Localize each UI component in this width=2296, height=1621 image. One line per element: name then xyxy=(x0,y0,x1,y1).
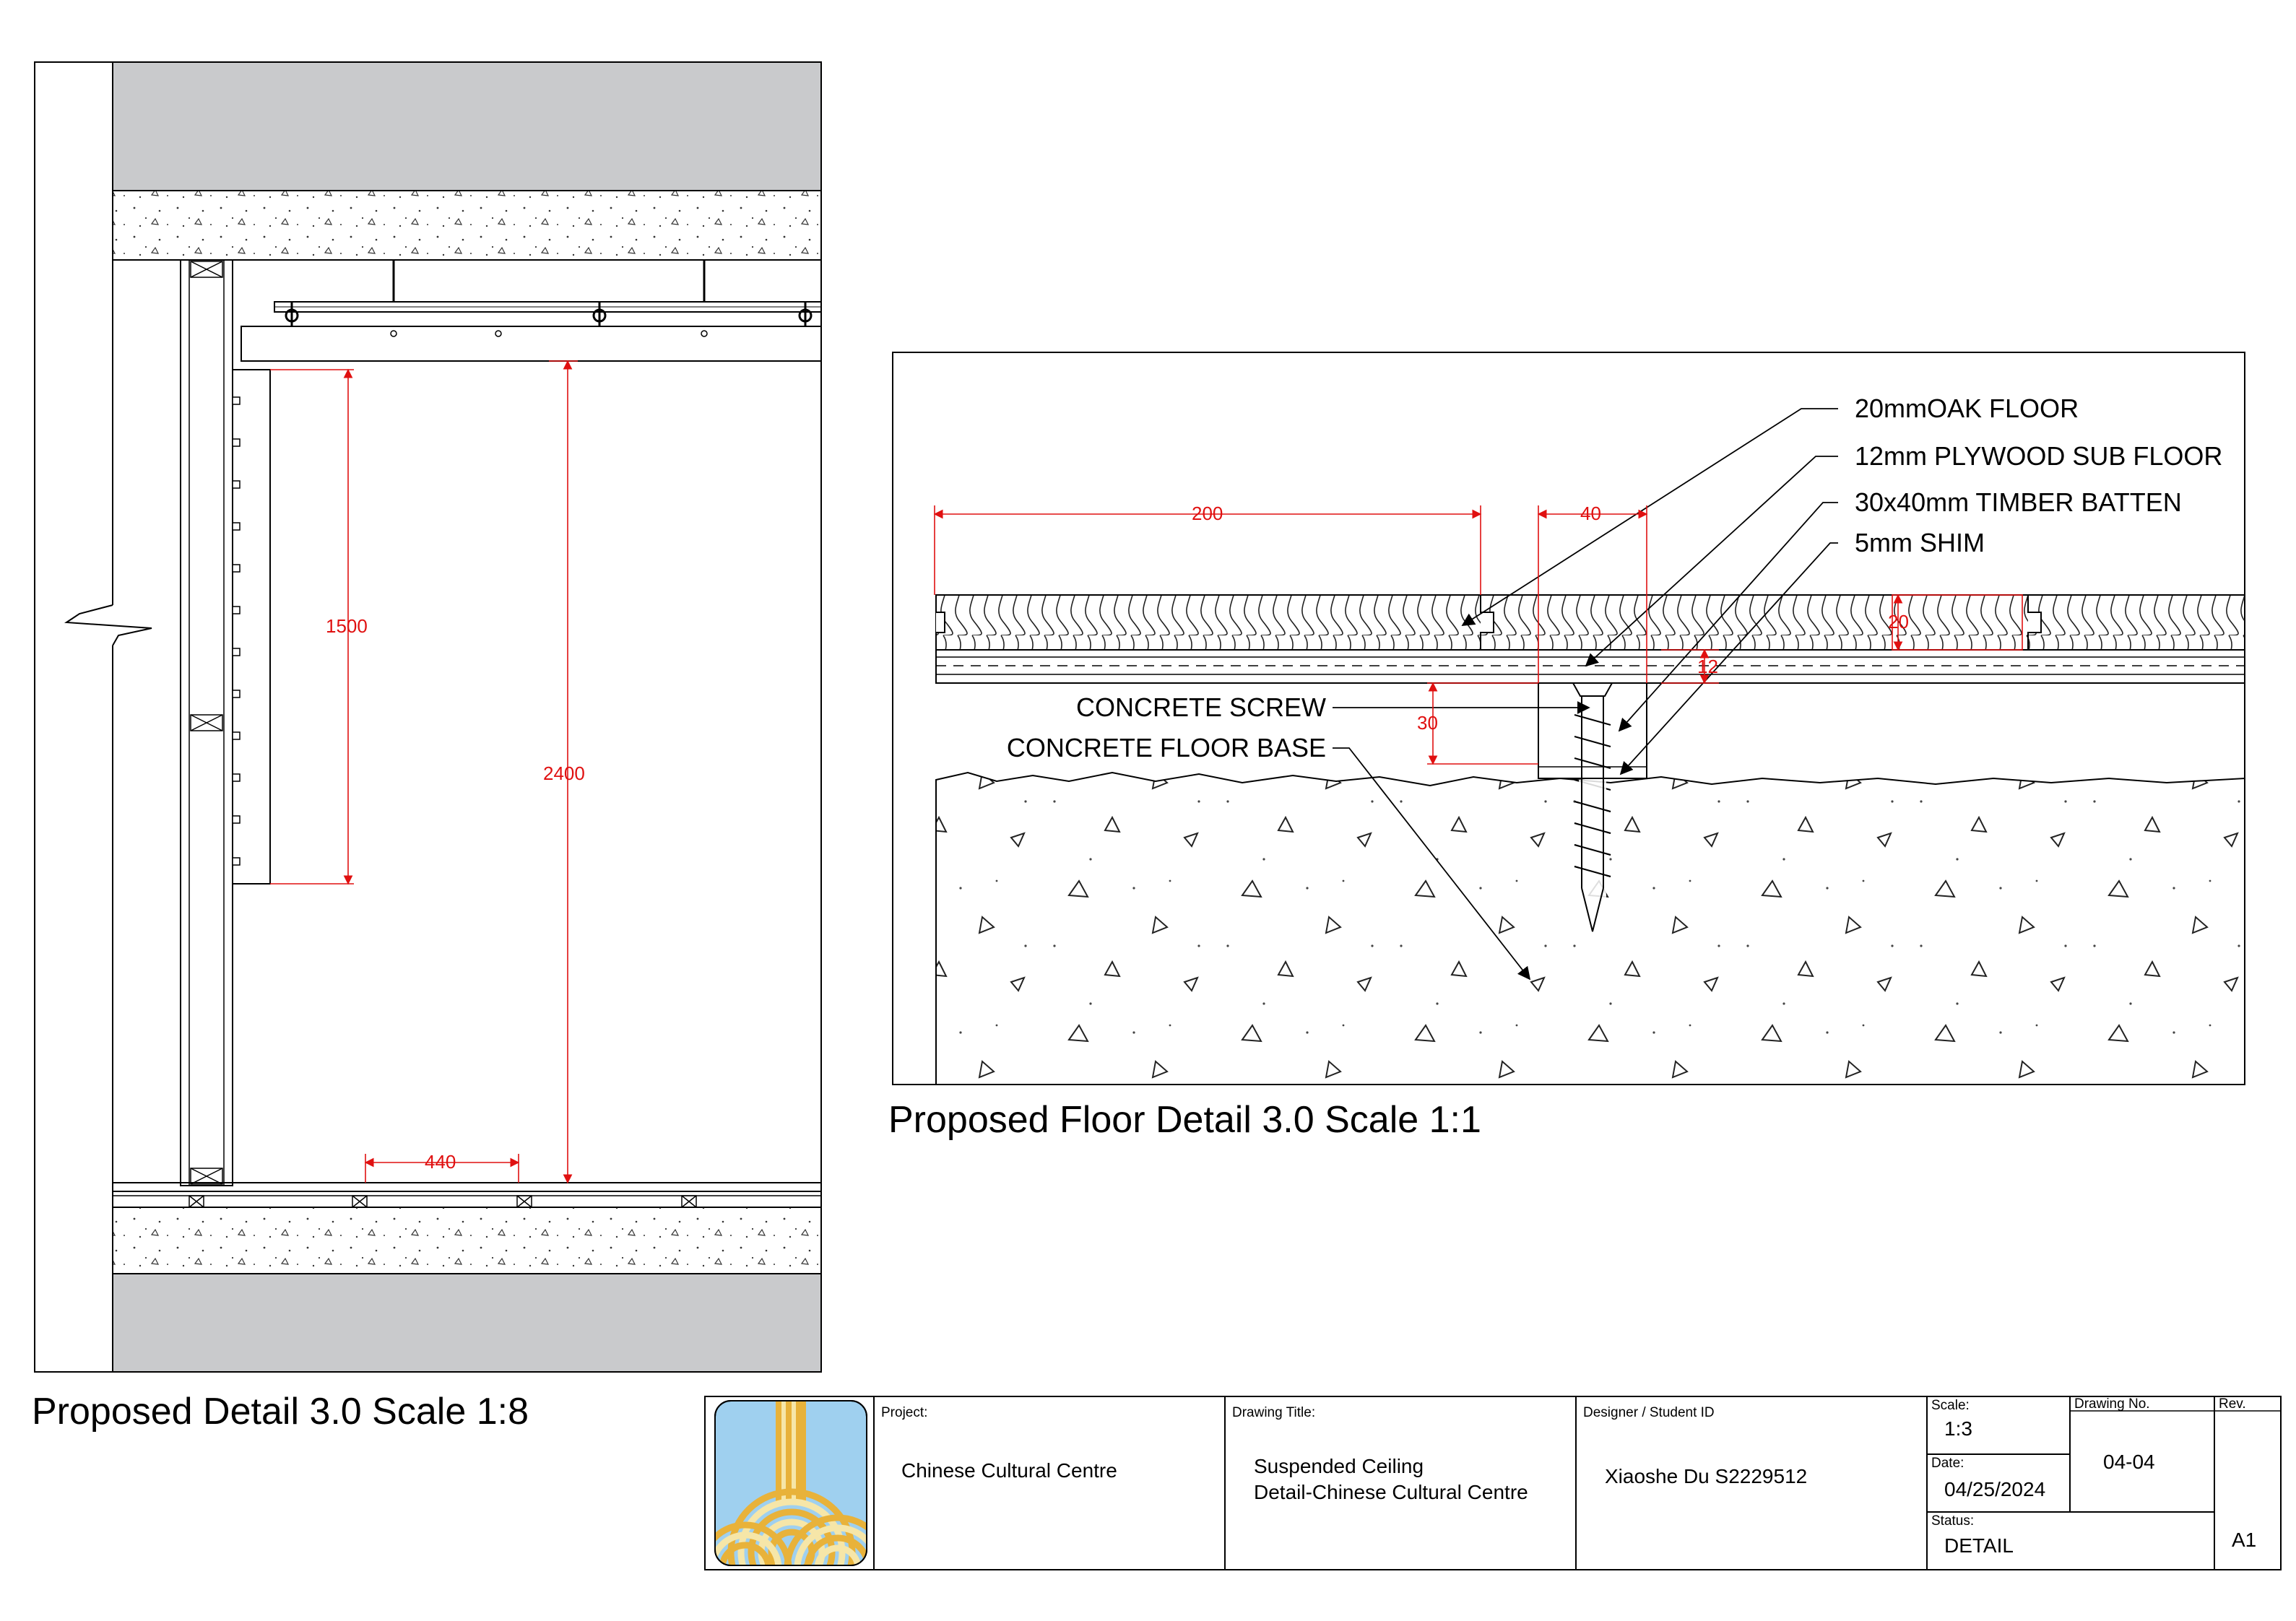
dim-40: 40 xyxy=(1580,503,1601,524)
ceiling-hangers xyxy=(285,260,813,332)
wall-panel xyxy=(232,369,271,885)
dim-200: 200 xyxy=(1192,503,1223,524)
title-block: Project: Chinese Cultural Centre Drawing… xyxy=(704,1396,2282,1570)
project-label: Project: xyxy=(881,1405,927,1420)
status-value: DETAIL xyxy=(1944,1534,2014,1557)
label-shim: 5mm SHIM xyxy=(1855,528,1985,557)
ceiling-board xyxy=(241,326,822,362)
right-detail: 20mmOAK FLOOR 12mm PLYWOOD SUB FLOOR 30x… xyxy=(892,352,2245,1085)
dim-20: 20 xyxy=(1888,611,1909,633)
rev-label: Rev. xyxy=(2219,1396,2246,1412)
floor-finish xyxy=(112,1182,822,1192)
drawing-title-line1: Suspended Ceiling xyxy=(1254,1455,1424,1477)
date-label: Date: xyxy=(1931,1456,1964,1471)
designer-value: Xiaoshe Du S2229512 xyxy=(1605,1465,1807,1487)
dim-12: 12 xyxy=(1697,656,1718,677)
label-oak-floor: 20mmOAK FLOOR xyxy=(1855,394,2079,423)
dim-440: 440 xyxy=(425,1151,456,1173)
dim-2400: 2400 xyxy=(543,762,585,784)
label-plywood: 12mm PLYWOOD SUB FLOOR xyxy=(1855,441,2222,471)
cultural-centre-logo-icon xyxy=(714,1400,867,1566)
rev-value: A1 xyxy=(2232,1529,2256,1551)
right-detail-title: Proposed Floor Detail 3.0 Scale 1:1 xyxy=(888,1099,1481,1141)
label-batten: 30x40mm TIMBER BATTEN xyxy=(1855,487,2182,517)
oak-floor-layer xyxy=(935,594,2245,651)
upper-concrete xyxy=(112,190,822,261)
label-concrete-screw: CONCRETE SCREW xyxy=(1076,692,1326,722)
drawing-no-label: Drawing No. xyxy=(2074,1396,2150,1412)
label-concrete-base: CONCRETE FLOOR BASE xyxy=(1007,733,1326,762)
drawing-no-value: 04-04 xyxy=(2103,1451,2155,1473)
drawing-title-line2: Detail-Chinese Cultural Centre xyxy=(1254,1481,1528,1503)
left-detail-title: Proposed Detail 3.0 Scale 1:8 xyxy=(32,1391,529,1433)
status-label: Status: xyxy=(1931,1513,1974,1529)
upper-slab-grey xyxy=(112,61,822,191)
break-line xyxy=(64,604,152,646)
left-detail: 1500 2400 440 xyxy=(34,61,822,1373)
scale-label: Scale: xyxy=(1931,1398,1970,1413)
lower-slab-grey xyxy=(112,1273,822,1373)
drawing-title-label: Drawing Title: xyxy=(1232,1405,1315,1420)
project-value: Chinese Cultural Centre xyxy=(901,1459,1117,1482)
lower-concrete xyxy=(112,1207,822,1274)
dim-30: 30 xyxy=(1417,712,1438,734)
plywood-layer xyxy=(935,649,2245,684)
scale-value: 1:3 xyxy=(1944,1417,1972,1440)
date-value: 04/25/2024 xyxy=(1944,1478,2045,1500)
dim-1500: 1500 xyxy=(326,615,368,637)
designer-label: Designer / Student ID xyxy=(1583,1405,1715,1420)
